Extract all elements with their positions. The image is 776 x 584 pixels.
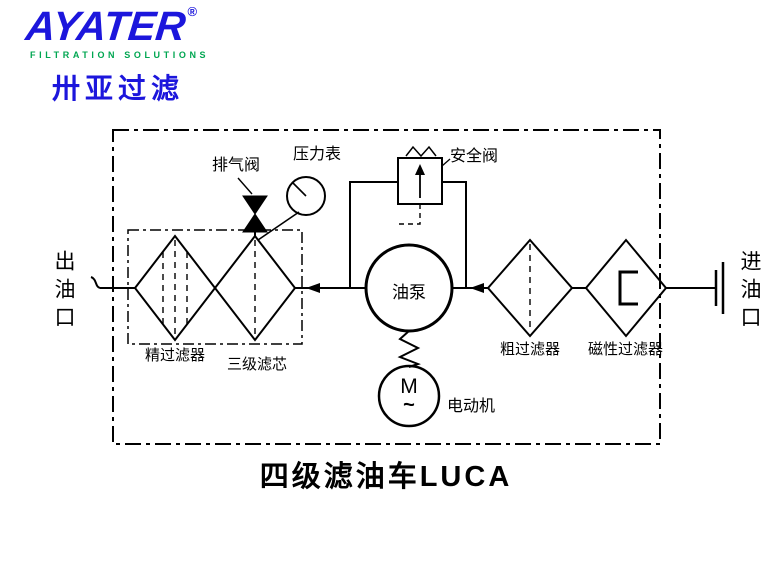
outlet-connector-icon	[90, 276, 101, 289]
safety-valve-spring	[405, 145, 437, 158]
brand-tagline: FILTRATION SOLUTIONS	[30, 50, 210, 60]
exhaust-valve-icon-lower	[242, 213, 268, 233]
fine-filter-element-lines	[162, 240, 188, 336]
outlet-port-label: 出油口	[52, 250, 75, 334]
safety-valve-leader-line	[441, 158, 451, 167]
exhaust-valve-leader-line	[237, 177, 253, 195]
pressure-gauge-stem	[257, 211, 300, 241]
third-stage-filter-icon	[213, 234, 297, 342]
coarse-filter-label: 粗过滤器	[500, 341, 561, 358]
third-stage-filter-label: 三级滤芯	[227, 356, 288, 373]
magnetic-filter-icon	[584, 238, 668, 338]
motor-icon	[377, 364, 441, 428]
safety-valve-label: 安全阀	[450, 148, 499, 165]
pressure-gauge-icon	[286, 176, 326, 216]
pressure-gauge-needle	[292, 182, 307, 197]
motor-wave-symbol: ~	[403, 394, 415, 416]
magnetic-filter-label: 磁性过滤器	[588, 341, 664, 358]
registered-trademark-icon: ®	[187, 4, 198, 19]
logo: AYATER® FILTRATION SOLUTIONS 卅亚过滤	[24, 3, 210, 107]
fine-filter-label: 精过滤器	[145, 347, 206, 364]
exhaust-valve-icon	[242, 195, 268, 215]
diagram-title: 四级滤油车LUCA	[259, 461, 513, 493]
brand-chinese-name: 卅亚过滤	[52, 73, 185, 104]
coupling-zigzag	[397, 330, 421, 368]
flow-arrow-left-2	[470, 283, 484, 293]
brand-row: AYATER®	[24, 3, 198, 49]
coarse-filter-icon	[486, 238, 574, 338]
flow-arrow-left-1	[306, 283, 320, 293]
magnet-bracket-icon	[618, 270, 638, 306]
safety-valve-pilot-line	[398, 204, 421, 225]
oil-pump-label: 油泵	[392, 283, 426, 302]
exhaust-valve-label: 排气阀	[212, 157, 261, 174]
safety-valve-bypass-line	[349, 181, 467, 288]
motor-label: 电动机	[447, 398, 496, 415]
safety-valve-arrow-head	[415, 164, 425, 175]
motor-letter: M	[400, 375, 418, 398]
inlet-port-label: 进油口	[738, 250, 761, 334]
pressure-gauge-label: 压力表	[293, 146, 342, 163]
